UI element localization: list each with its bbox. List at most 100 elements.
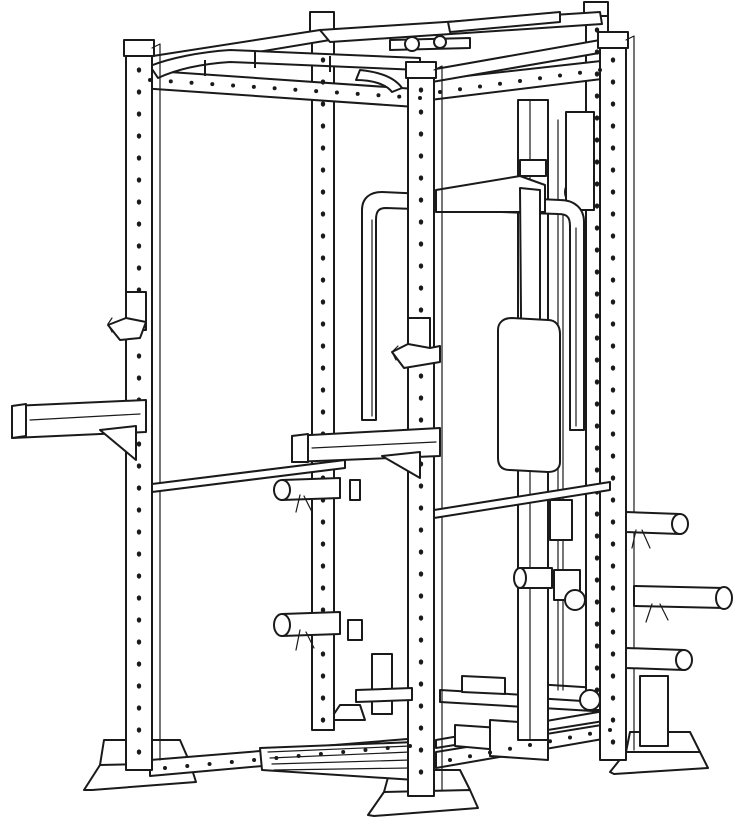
upright-hole xyxy=(136,661,142,667)
weight-horn-right-upper xyxy=(625,511,689,549)
plate-storage-post xyxy=(347,479,669,747)
upright-hole xyxy=(418,87,424,93)
upright-hole xyxy=(594,533,600,539)
rail-hole xyxy=(334,90,339,95)
rail-hole xyxy=(598,68,602,72)
upright-hole xyxy=(594,93,600,99)
upright-hole xyxy=(418,549,424,555)
rail-hole xyxy=(251,84,256,89)
upright-hole xyxy=(136,529,142,535)
upright-hole xyxy=(136,243,142,249)
rail-hole xyxy=(168,79,173,84)
rail-hole xyxy=(296,754,301,758)
upright-hole xyxy=(594,71,600,77)
upright-hole xyxy=(136,683,142,689)
upright-hole xyxy=(610,695,616,701)
rail-hole xyxy=(293,87,298,92)
upright-hole xyxy=(594,577,600,583)
upright-hole xyxy=(594,159,600,165)
upright-hole xyxy=(610,717,616,723)
rail-hole xyxy=(185,764,190,768)
upright-hole xyxy=(418,417,424,423)
upright-hole xyxy=(594,357,600,363)
upright-hole xyxy=(320,255,326,261)
upright-hole xyxy=(320,651,326,657)
upright-hole xyxy=(594,643,600,649)
rail-hole xyxy=(397,94,402,99)
upright-hole xyxy=(594,511,600,517)
upright-hole xyxy=(136,375,142,381)
upright-hole xyxy=(320,607,326,613)
upright-hole xyxy=(610,233,616,239)
upright-hole xyxy=(320,541,326,547)
upright-hole xyxy=(136,727,142,733)
upright-hole xyxy=(320,277,326,283)
rail-hole xyxy=(448,758,452,762)
upright-hole xyxy=(594,225,600,231)
upright-hole xyxy=(320,409,326,415)
upright-hole xyxy=(594,137,600,143)
upright-hole xyxy=(320,343,326,349)
upright-hole xyxy=(594,335,600,341)
seat-pad xyxy=(497,317,561,473)
weight-horn-left-lower xyxy=(273,611,341,651)
upright-hole xyxy=(418,373,424,379)
rail-hole xyxy=(207,762,212,766)
upright-hole xyxy=(418,747,424,753)
rail-hole xyxy=(252,758,257,762)
rail-hole xyxy=(588,731,592,736)
upright-hole xyxy=(594,467,600,473)
upright-hole xyxy=(610,585,616,591)
rail-hole xyxy=(458,87,462,92)
upright-hole xyxy=(418,527,424,533)
upright-hole xyxy=(594,401,600,407)
upright-hole xyxy=(594,621,600,627)
upright-hole xyxy=(136,353,142,359)
upright-hole xyxy=(594,27,600,33)
upright-hole xyxy=(610,211,616,217)
upright-hole xyxy=(610,475,616,481)
upright-hole xyxy=(320,211,326,217)
rail-hole xyxy=(229,760,234,764)
upright-hole xyxy=(136,463,142,469)
upright-hole xyxy=(610,299,616,305)
upright-hole xyxy=(418,725,424,731)
rail-hole xyxy=(163,766,167,770)
upright-hole xyxy=(610,651,616,657)
rail-hole xyxy=(189,80,194,85)
upright-hole xyxy=(418,637,424,643)
upright-hole xyxy=(610,365,616,371)
upright-hole xyxy=(594,181,600,187)
weight-horns xyxy=(273,477,733,671)
upright-hole xyxy=(418,681,424,687)
j-hook-middle xyxy=(391,317,441,369)
upright-hole xyxy=(418,175,424,181)
upright-hole xyxy=(610,343,616,349)
upright-hole xyxy=(320,167,326,173)
upright-hole xyxy=(136,485,142,491)
rail-hole xyxy=(274,756,279,760)
rail-hole xyxy=(538,76,542,81)
rail-hole xyxy=(508,746,512,751)
upright-hole xyxy=(320,299,326,305)
upright-hole xyxy=(320,387,326,393)
upright-hole xyxy=(320,365,326,371)
rail-hole xyxy=(376,93,381,98)
rail-hole xyxy=(528,743,532,747)
upright-hole xyxy=(418,153,424,159)
upright-hole xyxy=(320,101,326,107)
upright-hole xyxy=(610,101,616,107)
upright-hole xyxy=(418,219,424,225)
upright-hole xyxy=(320,189,326,195)
upright-hole xyxy=(418,615,424,621)
weight-horn-left-upper xyxy=(273,477,341,513)
upright-hole xyxy=(136,595,142,601)
upright-hole xyxy=(418,593,424,599)
upright-hole xyxy=(610,145,616,151)
upright-hole xyxy=(610,607,616,613)
rail-hole xyxy=(363,748,368,752)
upright-hole xyxy=(418,285,424,291)
rail-hole xyxy=(418,96,422,100)
rail-hole xyxy=(568,735,572,740)
